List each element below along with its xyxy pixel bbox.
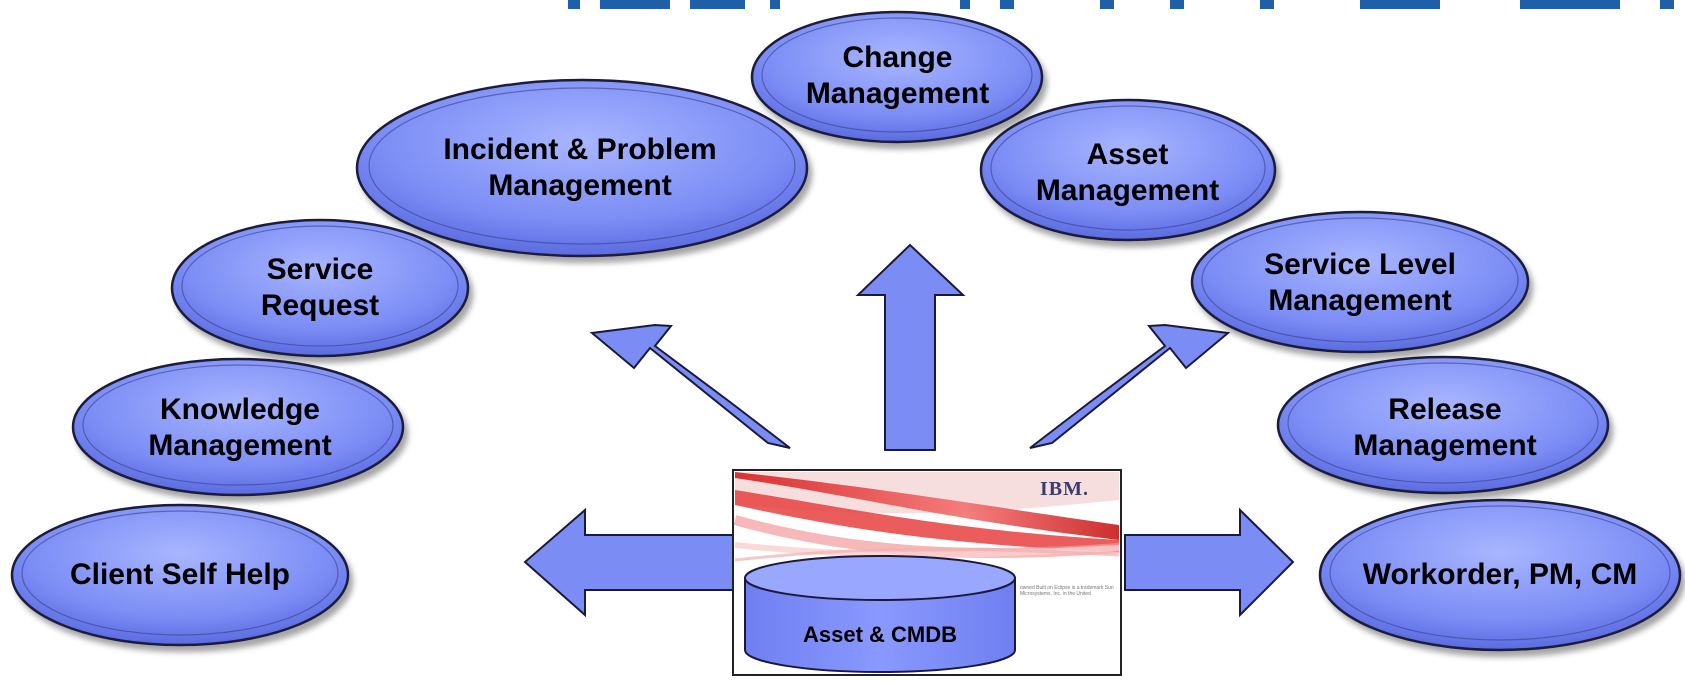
- node-ellipse-incident-problem-management: [355, 78, 809, 258]
- arrow-right: [1124, 507, 1295, 618]
- hub-label: Asset & CMDB: [802, 622, 958, 647]
- node-ellipse-change-management: [750, 10, 1044, 144]
- node-inner-rings: [21, 17, 1671, 641]
- arrow-left: [523, 507, 746, 618]
- node-ellipse-release-management: [1276, 355, 1610, 495]
- node-ellipse-knowledge-management: [71, 357, 405, 497]
- arrow-up-right: [1029, 323, 1231, 449]
- cmdb-cylinder: [744, 555, 1016, 673]
- node-ellipse-client-self-help: [10, 503, 350, 647]
- node-ellipse-service-request: [170, 218, 470, 358]
- hub-fine-print: owned Built on Eclipse is a trademark Su…: [1020, 585, 1114, 597]
- page-title: [0, 0, 1685, 1]
- arrows: [523, 243, 1295, 618]
- arrow-up-left: [589, 323, 791, 449]
- node-shapes: [10, 10, 1682, 652]
- node-ellipse-service-level-management: [1190, 210, 1530, 354]
- node-ellipse-asset-management: [979, 98, 1277, 242]
- arrow-up: [855, 243, 966, 451]
- ibm-logo: IBM.: [1040, 478, 1089, 500]
- node-ellipse-workorder-pm-cm: [1318, 498, 1682, 652]
- cut-title-glyphs: [568, 0, 1674, 9]
